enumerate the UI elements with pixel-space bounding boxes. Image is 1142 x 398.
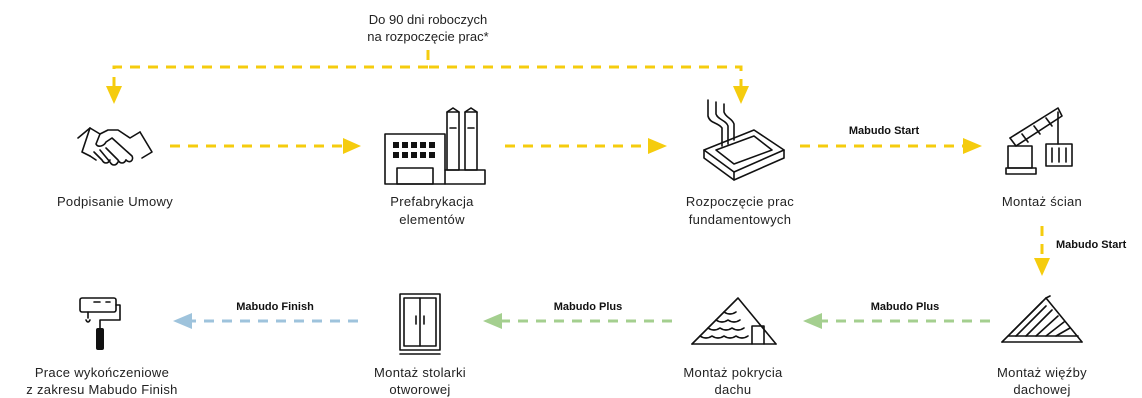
connector-6-7: Mabudo Plus xyxy=(483,301,672,329)
paint-roller-icon xyxy=(79,297,121,350)
roof-truss-icon xyxy=(1001,295,1083,343)
step-8-label: Prace wykończeniowe z zakresu Mabudo Fin… xyxy=(26,365,177,397)
connector-5-6: Mabudo Plus xyxy=(803,301,990,329)
crane-container-icon xyxy=(1005,107,1073,175)
handshake-icon xyxy=(77,127,153,166)
roof-tiles-icon xyxy=(691,297,777,345)
connector-label-mabudo-plus-1: Mabudo Plus xyxy=(871,301,939,313)
step-4-label: Montaż ścian xyxy=(1002,194,1082,209)
connector-label-mabudo-start: Mabudo Start xyxy=(849,125,920,137)
step-5-line-1: Montaż więźby xyxy=(997,365,1087,380)
step-2-line-1: Prefabrykacja xyxy=(390,194,474,209)
connector-3-4: Mabudo Start xyxy=(800,125,982,154)
connector-4-5: Mabudo Start xyxy=(1034,226,1127,276)
connector-label-mabudo-finish: Mabudo Finish xyxy=(236,301,314,313)
step-3-label: Rozpoczęcie prac fundamentowych xyxy=(686,194,794,227)
factory-icon xyxy=(384,107,486,185)
foundation-pour-icon xyxy=(703,99,785,181)
step-5-label: Montaż więźby dachowej xyxy=(997,365,1087,397)
step-5-line-2: dachowej xyxy=(1013,382,1070,397)
step-6-label: Montaż pokrycia dachu xyxy=(683,365,783,397)
window-icon xyxy=(399,293,441,355)
step-4-line-1: Montaż ścian xyxy=(1002,194,1082,209)
arrowhead-down-left xyxy=(106,86,122,104)
connector-label-mabudo-start-vertical: Mabudo Start xyxy=(1056,239,1127,251)
step-7-line-1: Montaż stolarki xyxy=(374,365,466,380)
step-7-line-2: otworowej xyxy=(389,382,450,397)
step-1-line-1: Podpisanie Umowy xyxy=(57,194,173,209)
note-line-1: Do 90 dni roboczych xyxy=(369,12,488,27)
connector-2-3 xyxy=(505,138,667,154)
note-line-2: na rozpoczęcie prac* xyxy=(367,29,488,44)
step-7-label: Montaż stolarki otworowej xyxy=(374,365,466,397)
connector-1-2 xyxy=(170,138,361,154)
arrowhead-down-right xyxy=(733,86,749,104)
step-3-line-1: Rozpoczęcie prac xyxy=(686,194,794,209)
connector-7-8: Mabudo Finish xyxy=(173,301,358,329)
step-8-line-2: z zakresu Mabudo Finish xyxy=(26,382,177,397)
step-3-line-2: fundamentowych xyxy=(689,212,791,227)
step-2-line-2: elementów xyxy=(399,212,465,227)
step-6-line-2: dachu xyxy=(715,382,752,397)
connector-label-mabudo-plus-2: Mabudo Plus xyxy=(554,301,622,313)
step-1-label: Podpisanie Umowy xyxy=(57,194,173,209)
step-6-line-1: Montaż pokrycia xyxy=(683,365,783,380)
step-8-line-1: Prace wykończeniowe xyxy=(35,365,169,380)
timeline-loop-arrow xyxy=(106,50,749,104)
step-2-label: Prefabrykacja elementów xyxy=(390,194,474,227)
